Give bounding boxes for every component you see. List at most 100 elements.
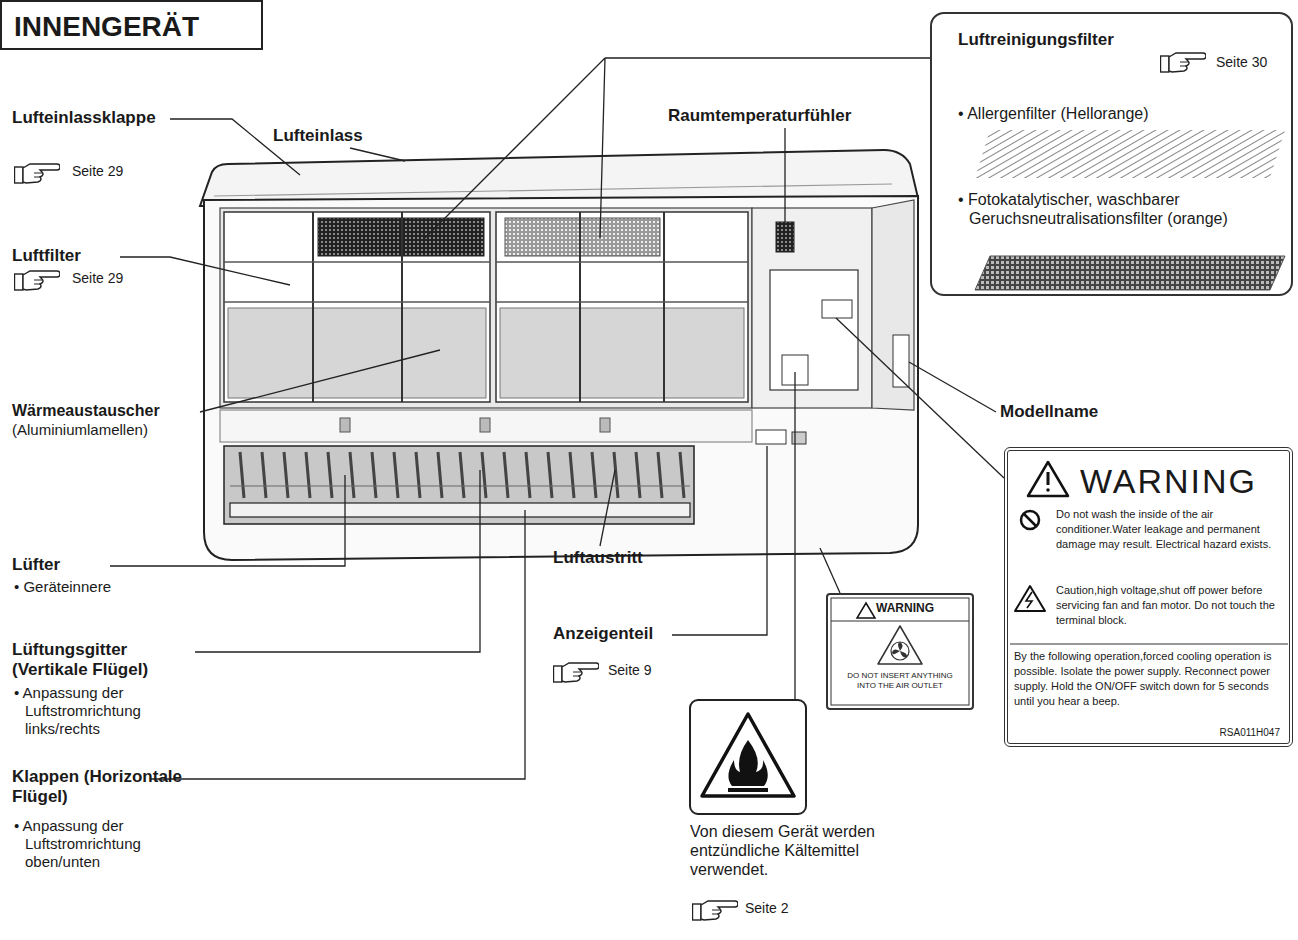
sticker-header-line (831, 621, 969, 622)
flap-line (230, 485, 690, 486)
allergen-filter-sample (975, 130, 1285, 178)
air-outlet (224, 446, 694, 524)
hand-icon (15, 164, 61, 183)
leader-line (150, 510, 525, 779)
filter-frame-divider (313, 212, 664, 402)
horizontal-flap (230, 503, 690, 517)
page-reference: Seite 9 (608, 662, 688, 679)
label-code: RSA011H047 (1184, 727, 1280, 739)
heat-exchanger (500, 308, 744, 398)
part-label: Lüfter (12, 555, 112, 575)
leader-line (836, 318, 1004, 478)
hand-icon (554, 663, 600, 682)
display-window (756, 430, 786, 444)
leader-line (195, 470, 480, 652)
warning-text: Caution,high voltage,shut off power befo… (1056, 583, 1281, 628)
hand-icon (15, 271, 61, 290)
control-box (770, 270, 858, 390)
warning-heading: WARNING (1080, 461, 1280, 502)
front-marker (600, 418, 610, 432)
filter-name: • Fotokatalytischer, waschbarer Geruchsn… (958, 190, 1239, 228)
part-label: Klappen (Horizontale Flügel) (12, 767, 202, 808)
page-reference: Seite 2 (745, 900, 825, 917)
filter-frame-bar (224, 262, 748, 302)
part-label: Anzeigenteil (553, 624, 693, 644)
vertical-vanes (240, 452, 684, 498)
diagram-title: INNENGERÄT (0, 0, 263, 50)
leader-line (784, 128, 785, 222)
leader-line (794, 372, 795, 700)
hand-icon (1161, 53, 1207, 72)
prohibition-symbol (1024, 514, 1036, 526)
box-heading: Luftreinigungsfilter (958, 30, 1258, 50)
part-label: Modellname (1000, 402, 1130, 422)
filter-name: • Allergenfilter (Hellorange) (958, 104, 1289, 123)
part-label: Luftaustritt (553, 548, 693, 568)
part-label: Lufteinlass (273, 126, 413, 146)
purifying-filter-light (505, 218, 660, 256)
front-marker (480, 418, 490, 432)
leader-line (820, 548, 840, 593)
display-button (792, 432, 806, 444)
part-label: Wärmeaustauscher (12, 401, 212, 420)
prohibition-symbol (1021, 511, 1039, 529)
separator-line (1010, 644, 1288, 645)
warning-text: Do not wash the inside of the air condit… (1056, 507, 1281, 552)
part-note: (Aluminiumlamellen) (12, 421, 212, 439)
leader-line (350, 148, 405, 161)
flammable-box (690, 700, 806, 814)
warning-text: DO NOT INSERT ANYTHING INTO THE AIR OUTL… (838, 671, 962, 690)
part-note: • Geräteinnere (14, 578, 185, 596)
air-filter (224, 212, 490, 402)
part-label: Lufteinlassklappe (12, 108, 242, 128)
unit-body (204, 196, 918, 560)
part-label: Raumtemperaturfühler (668, 106, 908, 126)
flame-base (728, 788, 768, 792)
warning-caption: Von diesem Gerät werden entzündliche Käl… (690, 822, 875, 880)
warning-heading: WARNING (876, 601, 966, 615)
hazard-triangle (702, 714, 794, 796)
warning-triangle (1028, 462, 1068, 496)
leader-line (672, 446, 767, 635)
front-marker (340, 418, 350, 432)
leader-line (110, 475, 345, 566)
heat-exchanger (228, 308, 486, 398)
front-strip (220, 410, 752, 442)
part-label: Lüftungsgitter (Vertikale Flügel) (12, 640, 182, 681)
label-sticker (822, 300, 852, 318)
warning-sticker: WARNING DO NOT INSERT ANYTHING INTO THE A… (826, 593, 974, 710)
fan-blades (892, 642, 907, 657)
lid-edge (214, 184, 892, 196)
warning-triangle (857, 603, 875, 618)
part-note: • Anpassung der Luftstromrichtung links/… (14, 684, 200, 738)
page-reference: Seite 29 (72, 163, 162, 180)
voltage-triangle (1015, 586, 1045, 611)
lightning-symbol (1026, 592, 1032, 608)
filter-info-box: LuftreinigungsfilterSeite 30 • Allergenfi… (930, 12, 1293, 296)
side-panel (872, 200, 914, 410)
warning-mark (1047, 472, 1050, 485)
odour-filter-sample (975, 256, 1285, 290)
control-panel (752, 208, 872, 408)
warning-label: WARNING Do not wash the inside of the air… (1004, 447, 1293, 747)
part-note: • Anpassung der Luftstromrichtung oben/u… (14, 817, 200, 871)
flame-symbol (728, 740, 767, 786)
page-reference: Seite 30 (1216, 54, 1291, 71)
leader-line (425, 58, 930, 238)
leader-line (200, 350, 440, 412)
warning-mark (1046, 488, 1050, 492)
filter-recess (220, 208, 752, 408)
temperature-sensor (776, 222, 794, 252)
page-reference: Seite 29 (72, 270, 162, 287)
leader-line (120, 257, 290, 285)
warning-text: By the following operation,forced coolin… (1014, 649, 1289, 709)
hand-icon (693, 901, 739, 920)
air-filter (496, 212, 748, 402)
fan-triangle (878, 626, 922, 664)
sticker-inner-border (831, 598, 969, 705)
leader-line (600, 470, 615, 546)
part-label: Luftfilter (12, 246, 132, 266)
leader-line (909, 362, 996, 412)
fan-symbol (891, 642, 909, 660)
